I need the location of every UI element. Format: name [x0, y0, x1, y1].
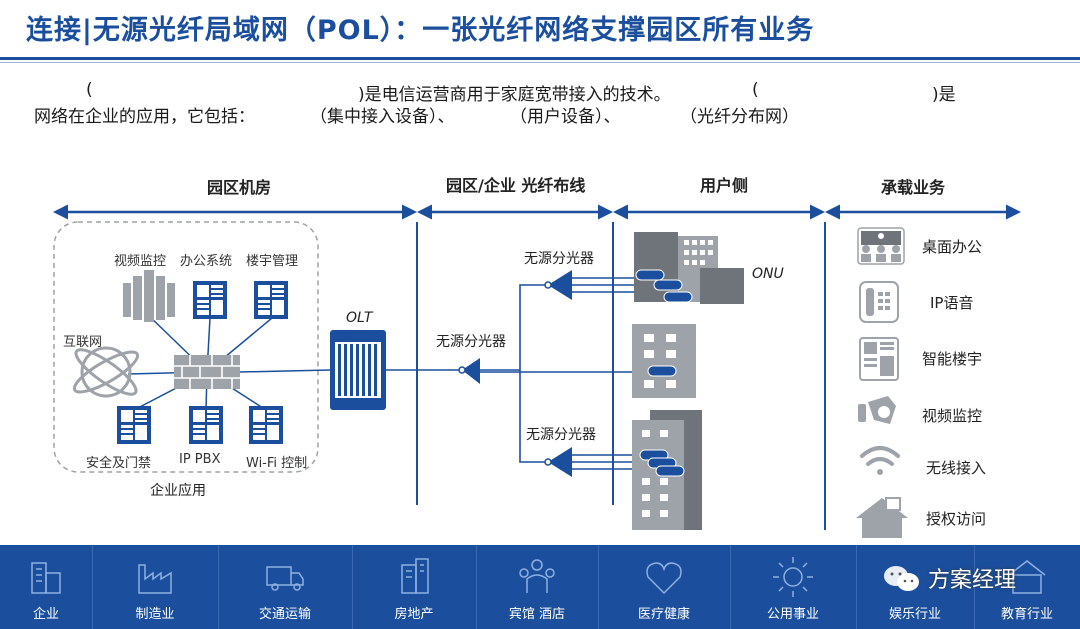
industry-hotel: 宾馆 酒店	[476, 545, 599, 629]
intro-paren-2: (	[752, 80, 759, 100]
server-cluster-icon	[123, 270, 175, 322]
industry-real-estate: 房地产	[352, 545, 477, 629]
wifi-icon	[860, 446, 900, 475]
industry-entertainment: 娱乐行业	[856, 545, 975, 629]
pol-network-diagram	[53, 204, 1021, 538]
tower-building-icon	[632, 410, 702, 530]
app-label-wifi-control: Wi-Fi 控制	[246, 456, 308, 471]
heart-icon	[646, 562, 682, 595]
school-icon	[1008, 560, 1046, 594]
enterprise-building-icon	[31, 562, 61, 594]
internet-label: 互联网	[63, 335, 103, 350]
intro-paren-1: (	[86, 80, 93, 100]
watermark: 方案经理	[874, 560, 1064, 596]
service-label-ip-voice: IP语音	[930, 294, 974, 312]
splitter-label-top: 无源分光器	[524, 251, 594, 267]
section-dividers	[416, 222, 826, 530]
factory-building-icon	[634, 232, 744, 304]
industry-label: 娱乐行业	[888, 607, 941, 622]
page-title: 连接|无源光纤局域网（POL）：一张光纤网络支撑园区所有业务	[26, 15, 815, 46]
factory-icon	[138, 564, 172, 594]
intro-line1: )是电信运营商用于家庭宽带接入的技术。	[358, 85, 671, 105]
splitter-label-middle: 无源分光器	[436, 334, 506, 350]
intro-line1-end: )是	[932, 85, 956, 105]
globe-icon	[72, 346, 140, 398]
app-label-security-access: 安全及门禁	[86, 456, 152, 471]
service-label-video-surveillance: 视频监控	[922, 407, 983, 425]
industry-label: 企业	[32, 607, 59, 622]
splitter-2-icon	[544, 270, 572, 300]
splitter-label-bottom: 无源分光器	[526, 427, 596, 443]
people-icon	[519, 559, 555, 593]
wechat-icon	[884, 566, 919, 591]
firewall-icon	[174, 355, 240, 389]
wifi-control-icon	[249, 406, 283, 444]
enterprise-apps-box	[53, 221, 319, 473]
camera-icon	[858, 396, 896, 424]
industry-transportation: 交通运输	[218, 545, 353, 629]
truck-icon	[266, 566, 304, 591]
real-estate-icon	[401, 558, 429, 594]
sun-icon	[773, 557, 813, 597]
title-rule-thin	[0, 62, 1080, 63]
industry-healthcare: 医疗健康	[598, 545, 731, 629]
watermark-text: 方案经理	[928, 568, 1017, 593]
splitter-3-icon	[544, 447, 572, 477]
intro-item-2: （用户设备）、	[510, 107, 621, 127]
olt-chassis-icon	[330, 330, 386, 410]
title-rule	[0, 57, 1080, 60]
app-label-video-surveillance: 视频监控	[114, 254, 167, 269]
industry-label: 公用事业	[766, 607, 819, 622]
column-header-server-room: 园区机房	[207, 178, 272, 197]
phone-icon	[859, 281, 899, 323]
meeting-icon	[857, 227, 905, 265]
column-header-fiber-cabling: 园区/企业 光纤布线	[446, 176, 586, 195]
onu-label: ONU	[752, 266, 784, 282]
app-label-ip-pbx: IP PBX	[179, 452, 221, 467]
intro-item-1: （集中接入设备）、	[310, 107, 455, 127]
column-header-user-side: 用户侧	[700, 176, 749, 195]
building-panel-icon	[859, 337, 899, 381]
industry-label: 制造业	[135, 607, 175, 622]
industry-education: 教育行业	[974, 545, 1080, 629]
industry-enterprise: 企业	[0, 545, 93, 629]
intro-item-3: （光纤分布网）	[680, 107, 799, 127]
office-building-icon	[632, 324, 696, 398]
enterprise-apps-caption: 企业应用	[150, 483, 206, 499]
security-access-icon	[117, 406, 151, 444]
ip-pbx-icon	[189, 406, 223, 444]
service-label-desktop-office: 桌面办公	[922, 238, 983, 256]
service-label-wireless-access: 无线接入	[926, 459, 987, 477]
olt-label: OLT	[346, 310, 373, 326]
intro-line2: 网络在企业的应用，它包括：	[34, 107, 255, 127]
industry-utilities: 公用事业	[730, 545, 857, 629]
office-system-icon	[193, 281, 227, 319]
industry-manufacturing: 制造业	[92, 545, 219, 629]
app-label-office-system: 办公系统	[180, 254, 233, 269]
industry-label: 交通运输	[258, 607, 311, 622]
building-management-icon	[254, 281, 288, 319]
house-icon	[856, 497, 908, 538]
industry-label: 医疗健康	[637, 607, 690, 622]
industry-label: 宾馆 酒店	[508, 607, 566, 622]
app-label-building-management: 楼宇管理	[246, 254, 299, 269]
industry-label: 教育行业	[1000, 607, 1053, 622]
service-label-authorized-access: 授权访问	[926, 510, 987, 528]
column-header-services: 承载业务	[881, 178, 946, 197]
service-label-smart-building: 智能楼宇	[922, 350, 983, 368]
splitter-1-icon	[458, 358, 480, 384]
fiber-lines	[386, 277, 676, 470]
industry-label: 房地产	[394, 607, 434, 622]
